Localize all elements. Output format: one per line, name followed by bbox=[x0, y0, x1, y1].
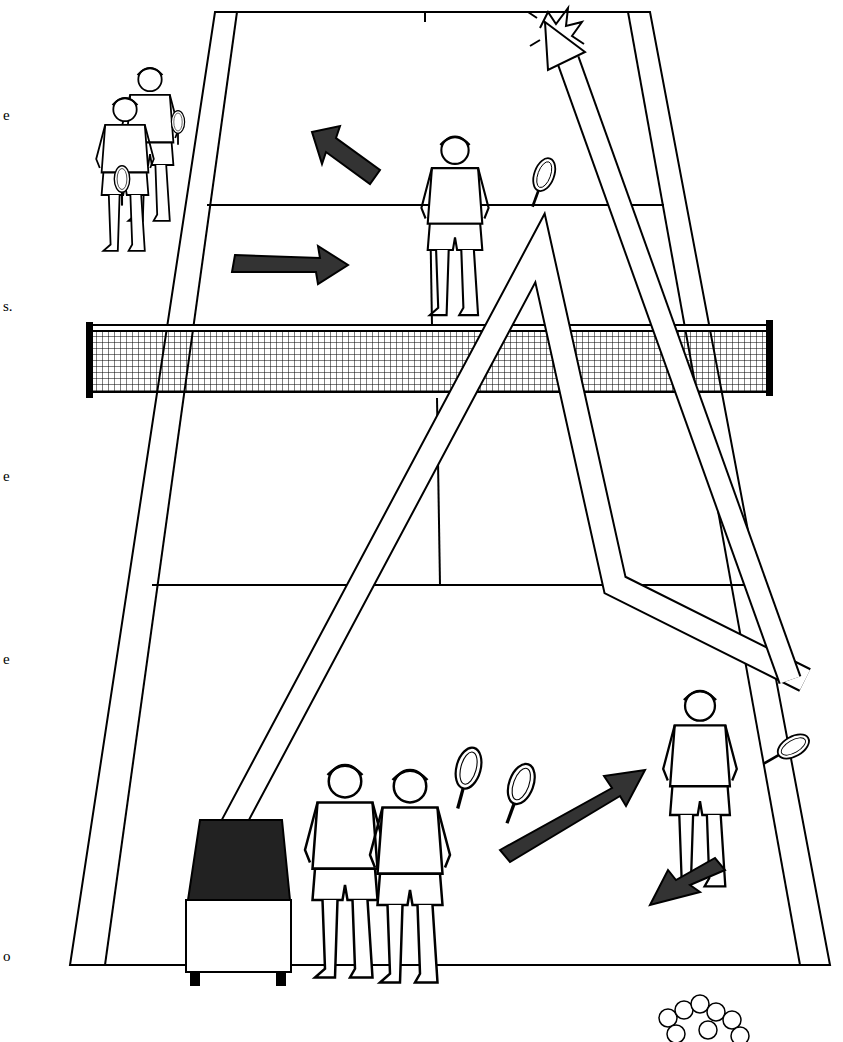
tennis-court bbox=[70, 12, 830, 965]
margin-text: o bbox=[3, 949, 11, 964]
margin-text: e bbox=[3, 652, 10, 667]
players bbox=[96, 68, 813, 983]
ball-path bbox=[215, 22, 805, 832]
movement-arrows bbox=[232, 126, 725, 905]
margin-text: e bbox=[3, 108, 10, 123]
margin-text: s. bbox=[3, 299, 13, 314]
ball-basket bbox=[186, 820, 291, 986]
tennis-balls bbox=[659, 995, 749, 1042]
margin-text: e bbox=[3, 469, 10, 484]
impact-burst bbox=[528, 8, 584, 46]
